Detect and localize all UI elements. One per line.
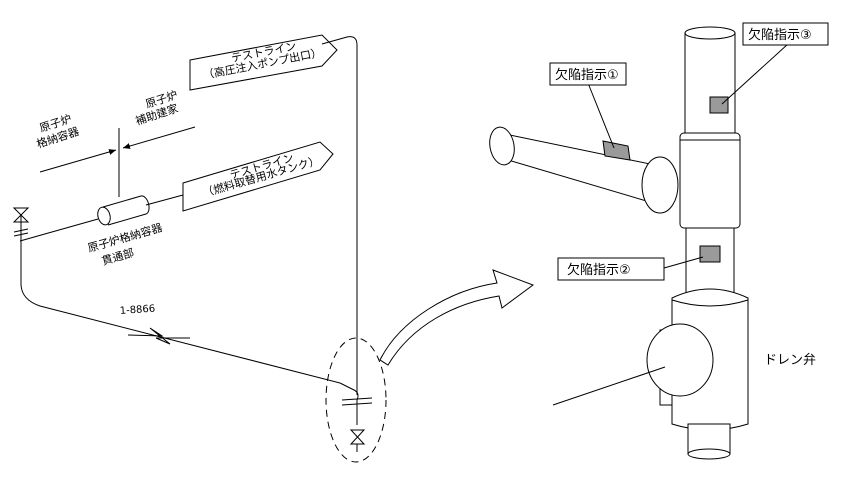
defect-3-label: 欠陥指示③ [748, 27, 812, 43]
arrow-aux-building [122, 126, 196, 149]
vertical-test-line [321, 36, 358, 395]
pipe-break [127, 327, 190, 345]
pipe-to-mid-flag [145, 194, 184, 206]
pipe-id-label: 1-8866 [119, 304, 155, 317]
defect-2-box [557, 257, 665, 281]
bottom-valve [349, 429, 366, 445]
pipe-3d [489, 22, 829, 460]
left-valve [12, 207, 30, 223]
test-line-flag-top [189, 34, 338, 91]
highlight-ellipse [325, 337, 387, 463]
defect-patch-3 [709, 96, 729, 114]
defect-1-box [549, 62, 627, 86]
defect-patch-2 [699, 245, 721, 263]
test-line-flag-mid [182, 141, 334, 212]
penetration-cylinder [97, 195, 150, 226]
drain-valve-label: ドレン弁 [764, 353, 816, 368]
defect-3-box [742, 22, 829, 46]
zoom-arrow [379, 269, 535, 366]
schematic [12, 34, 387, 463]
left-bend-pipe [20, 262, 341, 384]
arrow-containment [39, 149, 117, 173]
defect-patch-1 [602, 140, 631, 161]
defect-1-label: 欠陥指示① [555, 67, 619, 83]
defect-2-label: 欠陥指示② [567, 262, 631, 278]
pipe-valve-to-cylinder [19, 218, 99, 242]
